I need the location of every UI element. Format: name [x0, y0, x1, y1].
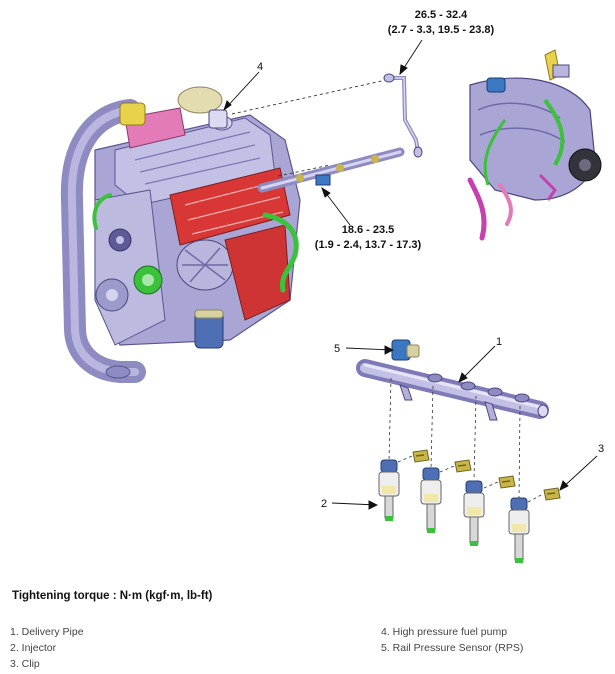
injector-1 [378, 459, 400, 521]
leader-lines [223, 39, 598, 510]
callout-1: 1 [496, 336, 502, 348]
clip-1 [412, 449, 430, 463]
rail-torque-other: (1.9 - 2.4, 13.7 - 17.3) [315, 239, 422, 251]
torque-caption: Tightening torque : N·m (kgf·m, lb-ft) [12, 590, 213, 602]
legend-item-delivery-pipe: 1. Delivery Pipe [10, 626, 84, 638]
engine-assembly [60, 86, 405, 383]
injector-3 [463, 480, 485, 546]
injector-4 [508, 497, 530, 563]
intake-manifold [467, 49, 602, 241]
rail-pressure-sensor [391, 339, 420, 361]
legend-item-clip: 3. Clip [10, 658, 40, 670]
fuel-system-diagram: 26.5 - 32.4 (2.7 - 3.3, 19.5 - 23.8) 18.… [60, 9, 604, 563]
callout-3: 3 [598, 443, 604, 455]
clip-3 [498, 475, 516, 489]
injectors [378, 459, 530, 563]
injector-2 [420, 467, 442, 533]
legend-item-fuel-pump: 4. High pressure fuel pump [381, 626, 508, 638]
high-pressure-fuel-line [383, 73, 423, 158]
clip-4 [543, 487, 561, 501]
pump-torque-nm: 26.5 - 32.4 [415, 9, 468, 21]
clip-2 [454, 459, 472, 473]
legend-left: 1. Delivery Pipe 2. Injector 3. Clip [10, 624, 84, 672]
callout-2: 2 [321, 498, 327, 510]
legend-item-injector: 2. Injector [10, 642, 57, 654]
rail-torque-nm: 18.6 - 23.5 [342, 224, 395, 236]
callout-5: 5 [334, 343, 340, 355]
legend-right: 4. High pressure fuel pump 5. Rail Press… [381, 624, 523, 656]
clips [412, 449, 561, 501]
legend-item-rps: 5. Rail Pressure Sensor (RPS) [381, 642, 524, 654]
callout-4: 4 [257, 61, 263, 73]
delivery-pipe [356, 359, 549, 421]
pump-torque-other: (2.7 - 3.3, 19.5 - 23.8) [388, 24, 495, 36]
